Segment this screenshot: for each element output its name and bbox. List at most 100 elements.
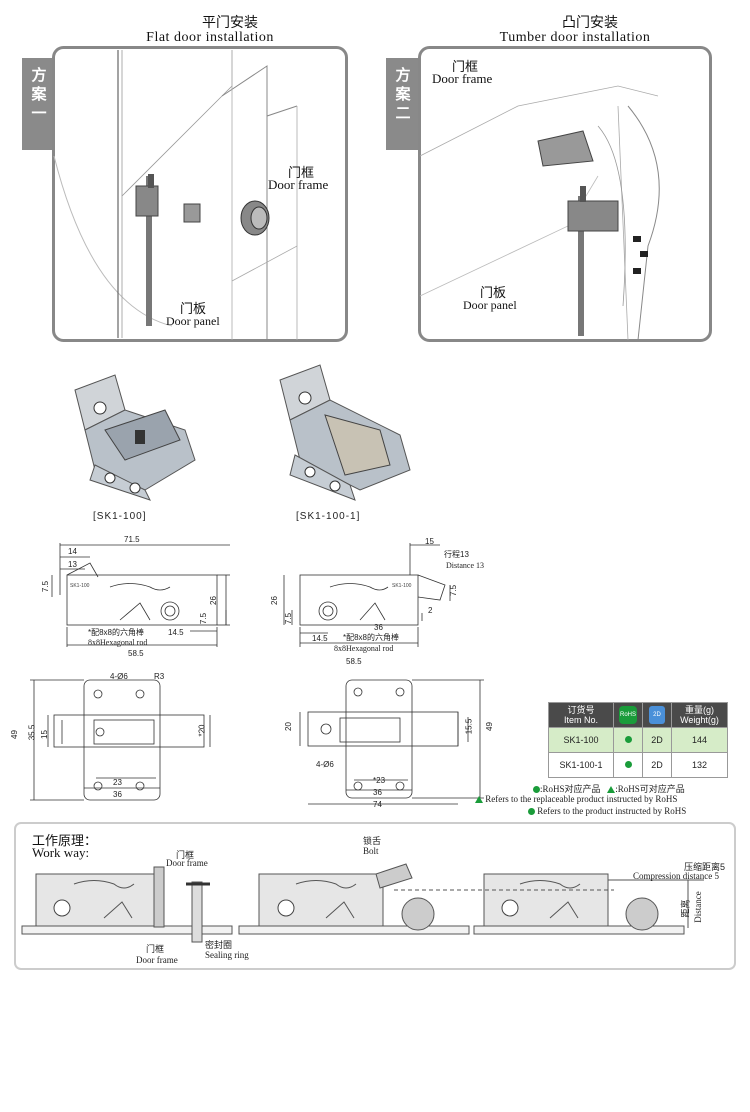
rohs-triangle-icon [475,796,483,804]
product-sk1-100-image [74,374,196,501]
spec-header-rohs: RoHS [613,702,643,728]
d1-20: *20 [197,724,207,737]
panel1-frame-en: Door frame [268,177,329,192]
d1-14: 14 [68,547,77,556]
scheme-1-char: 方 [31,66,47,84]
scheme-2-char: 方 [395,66,411,84]
d2-note-zh: *配8x8的六角棒 [343,633,400,642]
d2-15: 15 [425,537,434,546]
weight-cell: 132 [671,752,728,778]
spec-header-weight-en: Weight(g) [680,715,719,725]
d2-23: *23 [373,776,386,785]
rohs-dot-icon [533,786,540,794]
d2-note-en: 8x8Hexagonal rod [334,644,394,653]
d1-14-5: 14.5 [168,628,184,637]
d1-23: 23 [113,778,122,787]
flat-door-illustration [52,46,348,342]
caption-sk1-100: [SK1-100] [93,511,147,522]
rohs-dot-icon [624,736,632,743]
work-comp-en: Compression distance 5 [633,871,719,881]
drawing1-brand-mark: SK1-100 [70,583,90,589]
note-text-2: Refers to the product instructed by RoHS [537,806,687,816]
panel1-panel-zh: 门板 [180,302,207,317]
work-bolt-en: Bolt [363,846,379,856]
cad-cell: 2D [642,727,672,753]
d1-13: 13 [68,560,77,569]
spec-header-row: 订货号 Item No. RoHS 2D 重量(g) Weight(g) [548,702,728,728]
work-seal-en: Sealing ring [205,950,249,960]
drawing2-top-view [299,679,484,805]
rohs-cell [613,752,643,778]
d2-74: 74 [373,800,382,809]
work-frame-top-en: Door frame [166,858,208,868]
d1-note-zh: *配8x8的六角棒 [88,628,145,637]
drawing1-side-view: SK1-100 [51,543,230,647]
caption-sk1-100-1: [SK1-100-1] [296,511,361,522]
d2-stroke-en: Distance 13 [446,561,484,570]
flat-title-en: Flat door installation [146,30,274,45]
work-frame-bot-en: Door frame [136,955,178,965]
d2-26: 26 [269,596,279,605]
legend-text-2: :RoHS可对应产品 [615,784,685,794]
d1-r3: R3 [154,672,165,681]
d2-2: 2 [428,606,433,615]
product-sk1-100-1-image [279,364,411,501]
rohs-legend: :RoHS对应产品 :RoHS可对应产品 [533,782,685,795]
rohs-icon: RoHS [619,706,637,724]
work-dist-zh: 距离 [680,899,691,918]
d1-58-5: 58.5 [128,649,144,658]
tumber-title-en: Tumber door installation [499,30,651,45]
panel2-frame-zh: 门框 [452,60,479,75]
spec-header-item-zh: 订货号 [567,705,595,715]
spec-header-cad: 2D [642,702,672,728]
item-cell: SK1-100 [548,727,614,753]
scheme-2-char: 二 [395,104,411,122]
table-row: SK1-100-1 2D 132 [548,752,728,778]
rohs-dot-icon [528,808,535,816]
drawing2-side-view: SK1-100 [283,543,451,647]
panel2-frame-en: Door frame [432,71,493,86]
d2-7-5b: 7.5 [284,612,294,625]
drawing2-brand-mark: SK1-100 [392,583,412,589]
d2-15-5: 15.5 [464,718,474,735]
d2-36: 36 [374,623,383,632]
work-frame-bot-zh: 门框 [146,944,165,954]
d1-36: 36 [113,790,122,799]
tumber-door-illustration [418,46,712,342]
d2-20: 20 [283,722,293,731]
work-dist-en: Distance [692,891,703,923]
legend-text-1: :RoHS对应产品 [540,784,601,794]
scheme-2-char: 案 [395,85,411,103]
panel1-frame-zh: 门框 [288,166,315,181]
item-cell: SK1-100-1 [548,752,614,778]
work-frame-top-zh: 门框 [176,850,195,860]
work-title-zh: 工作原理： [32,834,98,849]
d2-stroke-zh: 行程13 [444,550,469,559]
rohs-note-1: Refers to the replaceable product instru… [475,794,677,804]
panel2-panel-zh: 门板 [480,286,507,301]
panel2-panel-en: Door panel [463,298,517,312]
d2-7-5a: 7.5 [449,584,459,597]
spec-header-weight-zh: 重量(g) [685,705,714,715]
note-text-1: Refers to the replaceable product instru… [485,794,678,804]
rohs-cell [613,727,643,753]
d1-15: 15 [39,730,49,739]
rohs-dot-icon [624,761,632,768]
scheme-1-char: 案 [31,85,47,103]
d1-71-5: 71.5 [124,535,140,544]
table-row: SK1-100 2D 144 [548,727,728,753]
d2-14-5: 14.5 [312,634,328,643]
d1-note-en: 8x8Hexagonal rod [88,638,148,647]
work-comp-zh: 压缩距离5 [684,862,726,872]
work-way-frame [14,822,736,970]
panel1-panel-en: Door panel [166,314,220,328]
d1-4-6: 4-Ø6 [110,672,128,681]
spec-header-weight: 重量(g) Weight(g) [671,702,728,728]
scheme-2-tag: 方 案 二 [386,58,420,150]
work-bolt-zh: 锁舌 [363,836,382,846]
d1-7-5a: 7.5 [41,580,51,593]
spec-table: 订货号 Item No. RoHS 2D 重量(g) Weight(g) SK1… [548,702,728,778]
rohs-triangle-icon [607,786,616,794]
d1-7-5b: 7.5 [199,612,209,625]
weight-cell: 144 [671,727,728,753]
